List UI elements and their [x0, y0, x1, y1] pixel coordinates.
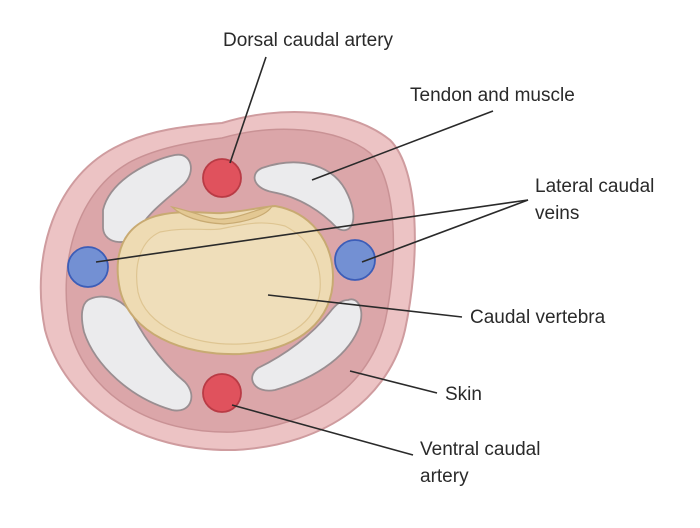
- leader-tendon-muscle: [311, 110, 494, 181]
- label-dorsal-caudal-artery: Dorsal caudal artery: [223, 30, 394, 51]
- label-ventral-caudal-artery-line1: Ventral caudal: [420, 439, 540, 460]
- tendon-bundle-bottom-right: [251, 298, 363, 392]
- lateral-caudal-vein-left: [67, 246, 109, 288]
- leader-skin: [349, 370, 438, 394]
- label-caudal-vertebra: Caudal vertebra: [470, 307, 606, 328]
- label-lateral-caudal-veins-line1: Lateral caudal: [535, 176, 654, 197]
- label-ventral-caudal-artery-line2: artery: [420, 466, 469, 487]
- leader-lateral-vein-right: [361, 199, 529, 263]
- dorsal-caudal-artery: [202, 158, 242, 198]
- vertebra-dorsal-arch: [169, 205, 274, 225]
- leader-lateral-vein-left: [95, 199, 529, 263]
- ventral-caudal-artery: [202, 373, 242, 413]
- leader-dorsal-artery: [229, 56, 267, 164]
- leader-vertebra: [267, 294, 463, 318]
- label-skin: Skin: [445, 384, 482, 405]
- vertebra-inner-body: [136, 222, 321, 345]
- label-lateral-caudal-veins-line2: veins: [535, 203, 579, 224]
- lateral-caudal-vein-right: [334, 239, 376, 281]
- label-tendon-and-muscle: Tendon and muscle: [410, 85, 575, 106]
- leader-ventral-artery: [231, 404, 414, 456]
